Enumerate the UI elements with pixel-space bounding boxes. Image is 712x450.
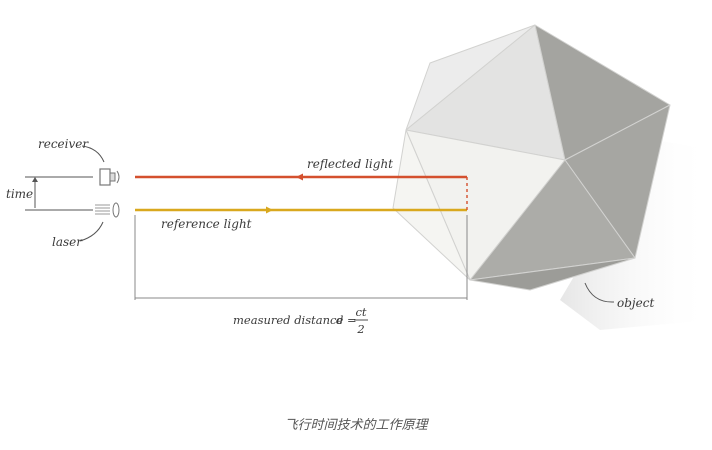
receiver-icon xyxy=(99,168,120,186)
reference-arrow-icon xyxy=(266,206,273,214)
distance-bracket xyxy=(134,215,468,300)
object-polyhedron xyxy=(392,24,671,291)
measured-distance-label: measured distance xyxy=(233,313,343,327)
time-label: time xyxy=(6,187,33,201)
time-bracket xyxy=(25,176,93,211)
laser-leader xyxy=(79,221,104,242)
laser-icon xyxy=(95,202,120,218)
object-leader xyxy=(584,282,615,303)
receiver-label: receiver xyxy=(38,137,89,151)
time-arrow-icon xyxy=(32,177,38,182)
reference-light-label: reference light xyxy=(161,217,252,231)
figure-caption: 飞行时间技术的工作原理 xyxy=(284,418,428,433)
formula-lhs: d = xyxy=(336,313,357,327)
reflected-light-label: reflected light xyxy=(307,157,393,171)
laser-label: laser xyxy=(52,235,83,249)
formula-denominator: 2 xyxy=(356,322,364,336)
formula-numerator: ct xyxy=(355,305,366,319)
receiver-leader xyxy=(81,145,105,163)
reflected-arrow-icon xyxy=(296,173,303,181)
object-label: object xyxy=(617,296,654,310)
